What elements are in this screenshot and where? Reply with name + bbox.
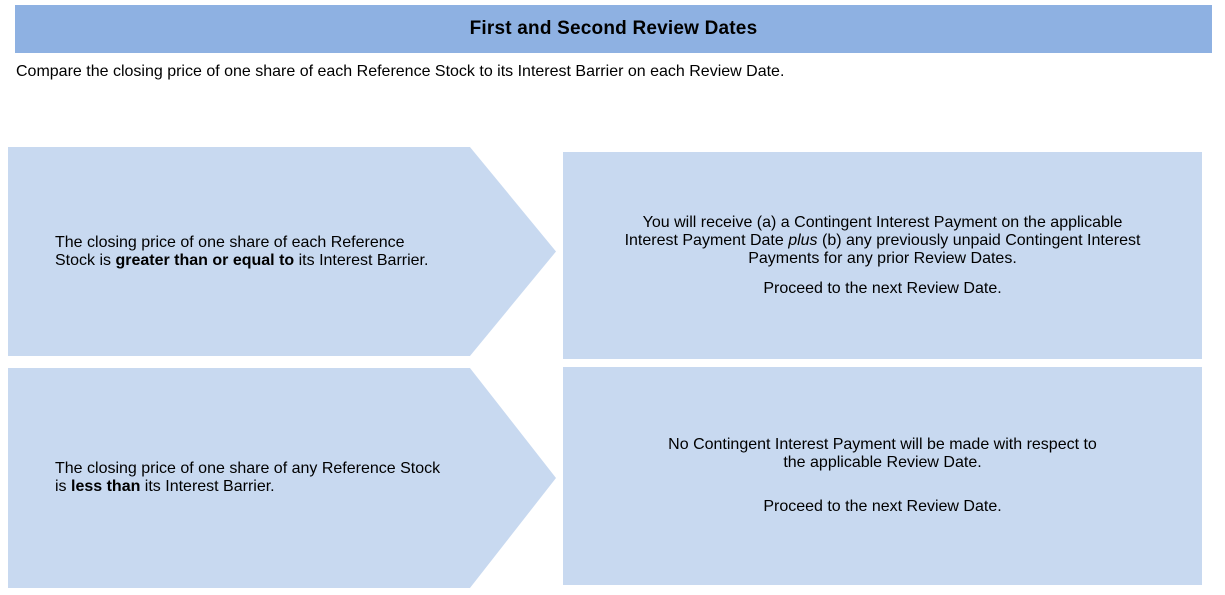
outcome-row-1-paragraph-1: You will receive (a) a Contingent Intere… [624,213,1141,267]
outcome-text-row-1: You will receive (a) a Contingent Intere… [563,214,1202,298]
outcome-row-2-paragraph-1: No Contingent Interest Payment will be m… [668,436,1097,471]
diagram-title-bar: First and Second Review Dates [15,5,1212,53]
intro-instruction: Compare the closing price of one share o… [16,63,785,80]
outcome-text-row-2: No Contingent Interest Payment will be m… [563,436,1202,516]
diagram-title: First and Second Review Dates [469,18,758,39]
condition-arrow-row-1: The closing price of one share of each R… [8,147,556,356]
condition-arrow-row-2: The closing price of one share of any Re… [8,368,556,588]
condition-text-row-2: The closing price of one share of any Re… [55,460,441,495]
outcome-box-row-1: You will receive (a) a Contingent Intere… [563,152,1202,359]
outcome-row-1-paragraph-2: Proceed to the next Review Date. [763,279,1002,297]
outcome-box-row-2: No Contingent Interest Payment will be m… [563,367,1202,585]
outcome-row-2-paragraph-2: Proceed to the next Review Date. [763,498,1002,515]
condition-text-row-1: The closing price of one share of each R… [55,233,429,269]
